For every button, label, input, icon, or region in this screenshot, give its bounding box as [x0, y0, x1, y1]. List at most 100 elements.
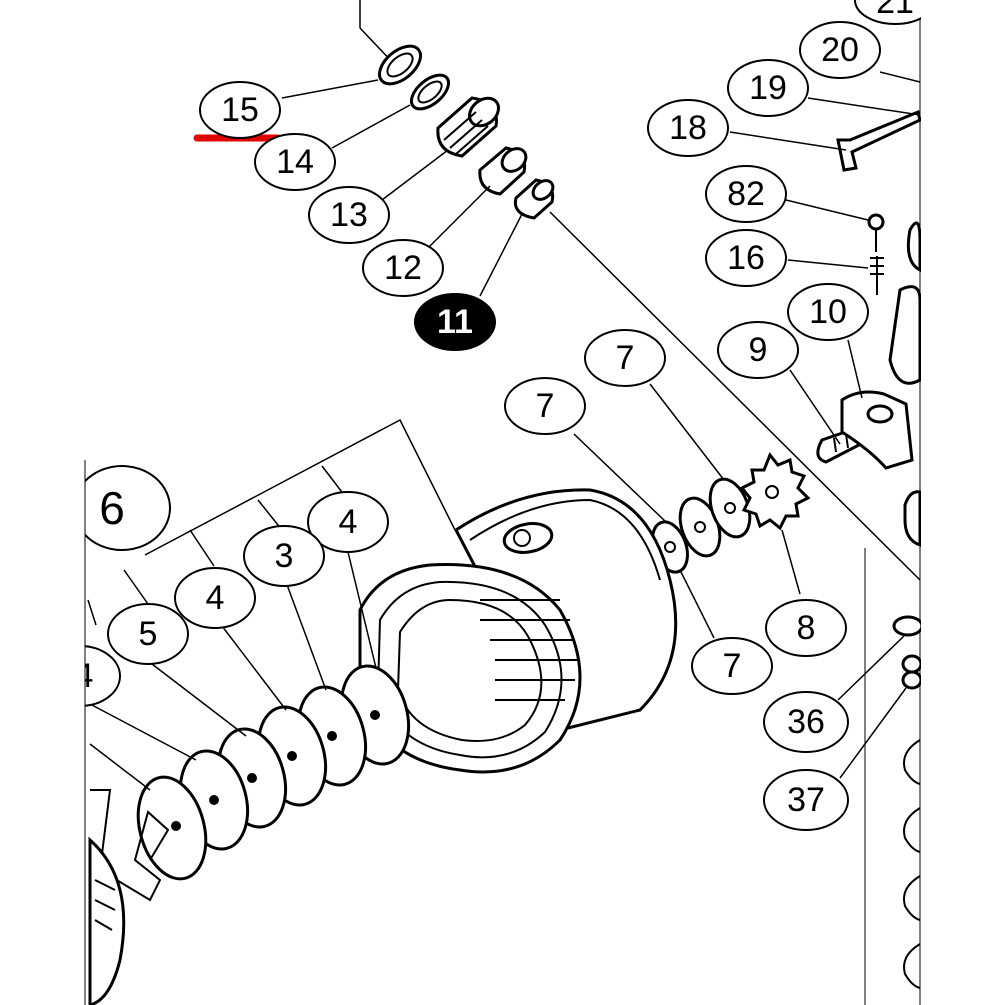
- part-14-ring: [409, 73, 451, 111]
- label-13: 13: [308, 186, 390, 244]
- lead-8: [781, 529, 801, 595]
- lead-36: [837, 635, 905, 701]
- svg-text:36: 36: [787, 703, 825, 741]
- svg-text:19: 19: [749, 69, 787, 107]
- part-18-bail-wire: [836, 109, 922, 172]
- lead-19: [807, 97, 921, 116]
- label-21: 21: [854, 0, 936, 25]
- svg-text:16: 16: [727, 239, 765, 277]
- svg-text:14: 14: [276, 143, 314, 181]
- left-margin: [0, 0, 85, 1005]
- label-7-top: 7: [584, 329, 666, 387]
- lead-5: [151, 663, 247, 737]
- lead-9: [789, 369, 841, 445]
- lead-15: [281, 79, 379, 99]
- label-4-top: 4: [307, 491, 389, 553]
- lead-4b: [221, 625, 287, 711]
- svg-text:7: 7: [723, 647, 742, 685]
- label-12: 12: [362, 239, 444, 297]
- label-15: 15: [199, 81, 281, 139]
- svg-text:7: 7: [616, 339, 635, 377]
- label-11: 11: [414, 293, 496, 351]
- bracket-5: [123, 569, 149, 605]
- label-6: 6: [73, 465, 171, 551]
- part-16-screw: [870, 256, 884, 295]
- lead-37: [839, 687, 907, 779]
- label-18: 18: [647, 99, 729, 157]
- bracket-4b: [189, 529, 215, 567]
- lead-18: [729, 131, 847, 151]
- svg-text:20: 20: [821, 31, 859, 69]
- svg-text:82: 82: [727, 175, 765, 213]
- lead-10: [847, 339, 863, 399]
- part-body-edge: [903, 490, 922, 548]
- label-5: 5: [107, 603, 189, 665]
- lead-14: [331, 104, 411, 149]
- svg-text:3: 3: [275, 537, 294, 575]
- lead-20: [879, 71, 921, 83]
- label-8: 8: [765, 599, 847, 657]
- lead-7a: [573, 433, 667, 523]
- part-12-bushing: [478, 146, 528, 196]
- label-14: 14: [254, 133, 336, 191]
- label-16: 16: [705, 229, 787, 287]
- label-9: 9: [717, 321, 799, 379]
- label-82: 82: [705, 165, 787, 223]
- lead-4c-2: [89, 743, 151, 791]
- svg-text:8: 8: [797, 609, 816, 647]
- label-36: 36: [763, 691, 849, 753]
- label-10: 10: [787, 283, 869, 341]
- svg-text:9: 9: [749, 331, 768, 369]
- label-3: 3: [243, 525, 325, 587]
- part-11-bushing: [513, 178, 555, 220]
- axis-line: [549, 211, 921, 581]
- partial-bubble-1: [903, 739, 921, 785]
- part-10-roller-arm: [840, 221, 922, 470]
- label-7-bottom: 7: [691, 637, 773, 695]
- lead-7b: [649, 383, 725, 481]
- lead-16: [787, 259, 869, 269]
- part-37-nut: [901, 654, 923, 690]
- bracket-6: [144, 418, 456, 556]
- label-4-mid: 4: [174, 567, 256, 629]
- label-7-left: 7: [504, 377, 586, 435]
- part-drag-clip: [88, 789, 170, 1005]
- bracket-4c: [87, 599, 97, 626]
- lead-82: [785, 199, 869, 221]
- lead-11: [479, 213, 523, 297]
- svg-text:10: 10: [809, 293, 847, 331]
- right-margin: [921, 0, 1005, 1005]
- svg-text:12: 12: [384, 249, 422, 287]
- partial-bubble-3: [903, 875, 921, 921]
- partial-bubble-4: [903, 943, 921, 989]
- lead-4a: [347, 551, 377, 669]
- svg-text:18: 18: [669, 109, 707, 147]
- label-20: 20: [799, 21, 881, 79]
- part-spool: [358, 488, 678, 774]
- part-drag-washer-stack: [136, 664, 411, 881]
- svg-text:7: 7: [536, 387, 555, 425]
- lead-12: [427, 185, 491, 249]
- svg-text:5: 5: [139, 615, 158, 653]
- part-13-spring: [436, 96, 500, 158]
- lead-7c: [679, 569, 715, 639]
- label-19: 19: [727, 59, 809, 117]
- svg-text:11: 11: [437, 303, 473, 341]
- svg-text:4: 4: [206, 579, 225, 617]
- partial-bubble-2: [903, 807, 921, 853]
- svg-text:21: 21: [876, 0, 914, 21]
- svg-text:15: 15: [221, 91, 259, 129]
- lead-13: [381, 149, 449, 201]
- svg-text:6: 6: [99, 482, 125, 534]
- part-36-washer: [892, 615, 924, 637]
- svg-text:4: 4: [339, 503, 358, 541]
- bracket-3: [257, 499, 283, 531]
- part-15-ring: [378, 44, 422, 86]
- lead-4c: [89, 703, 197, 761]
- part-82-screw: [867, 213, 885, 252]
- label-37: 37: [763, 769, 849, 831]
- part-8-ratchet-gear: [739, 452, 811, 531]
- lead-3: [285, 581, 327, 691]
